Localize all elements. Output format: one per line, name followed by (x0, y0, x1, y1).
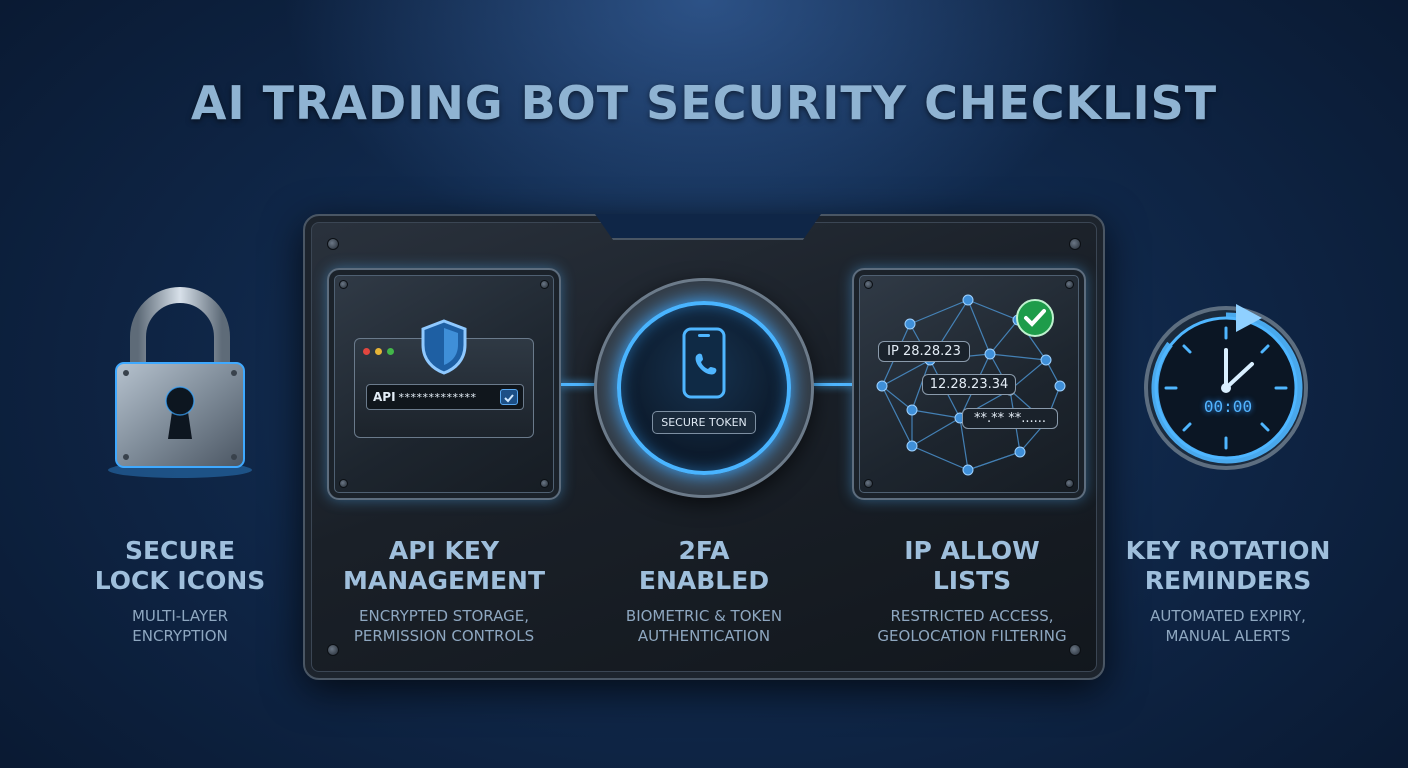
feature-subtitle: RESTRICTED ACCESS, GEOLOCATION FILTERING (852, 606, 1092, 646)
verified-check-icon (500, 389, 518, 405)
feature-subtitle: ENCRYPTED STORAGE, PERMISSION CONTROLS (324, 606, 564, 646)
smartphone-icon (682, 327, 726, 399)
panel-screw (1069, 238, 1081, 250)
card-screw (864, 280, 873, 289)
panel-screw (327, 238, 339, 250)
window-dot-green (387, 348, 394, 355)
page-title: AI TRADING BOT SECURITY CHECKLIST (190, 76, 1218, 130)
subtitle-line: BIOMETRIC & TOKEN (625, 607, 783, 625)
heading-line: REMINDERS (1144, 566, 1312, 595)
secure-token-badge: SECURE TOKEN (652, 411, 756, 434)
card-screw (864, 479, 873, 488)
subtitle-line: AUTOMATED EXPIRY, (1150, 607, 1306, 625)
connector-line (812, 383, 854, 386)
ip-entry: IP 28.28.23 (878, 341, 970, 362)
heading-line: API KEY (388, 536, 500, 565)
heading-line: LISTS (932, 566, 1012, 595)
shield-icon (421, 319, 467, 375)
subtitle-line: PERMISSION CONTROLS (353, 627, 535, 645)
subtitle-line: AUTHENTICATION (637, 627, 771, 645)
subtitle-line: RESTRICTED ACCESS, (890, 607, 1054, 625)
subtitle-line: MANUAL ALERTS (1165, 627, 1291, 645)
panel-screw (1069, 644, 1081, 656)
api-key-masked-value: ************* (398, 390, 477, 404)
heading-line: 2FA (678, 536, 730, 565)
window-dot-yellow (375, 348, 382, 355)
ip-entry: **.** **...... (962, 408, 1058, 429)
heading-line: SECURE (124, 536, 236, 565)
subtitle-line: ENCRYPTION (132, 627, 228, 645)
approved-check-icon (1016, 299, 1054, 337)
subtitle-line: ENCRYPTED STORAGE, (359, 607, 529, 625)
window-dot-red (363, 348, 370, 355)
heading-line: MANAGEMENT (342, 566, 546, 595)
card-screw (1065, 479, 1074, 488)
heading-line: IP ALLOW (904, 536, 1040, 565)
heading-line: ENABLED (638, 566, 770, 595)
panel-notch (595, 214, 821, 240)
api-key-label: API (373, 390, 396, 404)
card-screw (1065, 280, 1074, 289)
card-screw (540, 479, 549, 488)
padlock-icon (108, 287, 252, 478)
heading-line: KEY ROTATION (1125, 536, 1331, 565)
api-key-field[interactable]: API ************* (366, 384, 524, 410)
clock-rotation-icon (1144, 304, 1308, 470)
card-screw (339, 479, 348, 488)
heading-line: LOCK ICONS (94, 566, 266, 595)
feature-subtitle: BIOMETRIC & TOKEN AUTHENTICATION (584, 606, 824, 646)
ip-entry: 12.28.23.34 (922, 374, 1016, 395)
panel-screw (327, 644, 339, 656)
subtitle-line: MULTI-LAYER (131, 607, 229, 625)
connector-line (560, 383, 596, 386)
card-screw (339, 280, 348, 289)
feature-subtitle: AUTOMATED EXPIRY, MANUAL ALERTS (1108, 606, 1348, 646)
card-screw (540, 280, 549, 289)
clock-display: 00:00 (1203, 397, 1253, 416)
feature-subtitle: MULTI-LAYER ENCRYPTION (60, 606, 300, 646)
subtitle-line: GEOLOCATION FILTERING (877, 627, 1067, 645)
